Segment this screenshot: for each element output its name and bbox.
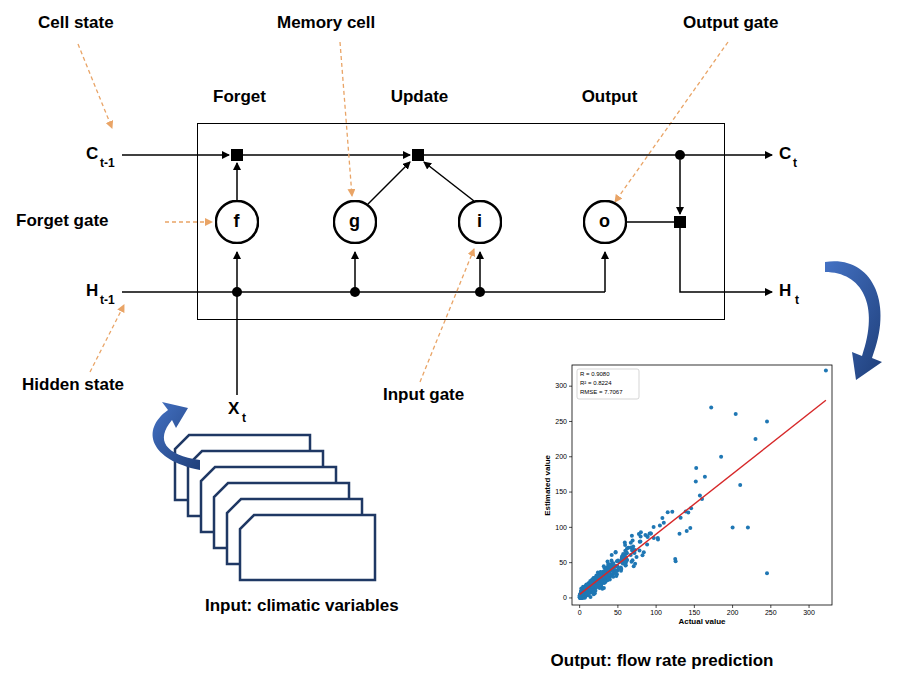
signal-name: C — [779, 145, 791, 164]
junction-dot — [232, 287, 242, 297]
signal-subscript: t — [795, 294, 799, 307]
signal-subscript: t-1 — [100, 294, 115, 307]
tick-label: 100 — [650, 609, 662, 617]
gate-symbol: f — [234, 211, 240, 232]
scatter-plot — [569, 365, 832, 608]
tick-label: 200 — [727, 609, 739, 617]
fit-line — [580, 400, 826, 594]
stage-heading: Output — [582, 88, 638, 107]
tick-label: 50 — [559, 559, 567, 567]
junction-dot — [475, 287, 485, 297]
callout-label: Output gate — [683, 14, 778, 33]
signal-subscript: t — [242, 412, 246, 425]
tick-label: 50 — [614, 609, 622, 617]
callout-label: Input gate — [383, 386, 464, 405]
gate-circle: f — [215, 200, 259, 244]
input-cards — [175, 435, 375, 580]
tick-label: 0 — [563, 594, 567, 602]
callout-label: Cell state — [38, 14, 114, 33]
junction-dot — [350, 287, 360, 297]
callout-label: Forget gate — [16, 212, 109, 231]
junction-dot — [675, 150, 685, 160]
gate-circle: g — [333, 200, 377, 244]
callout-label: Hidden state — [22, 376, 124, 395]
output-wires — [627, 160, 772, 292]
gate-symbol: o — [599, 211, 610, 232]
tick-label: 150 — [555, 488, 567, 496]
tick-label: 300 — [555, 382, 567, 390]
signal-subscript: t — [793, 157, 797, 170]
add-square — [412, 149, 424, 161]
gate-wires — [122, 162, 605, 395]
tick-label: 250 — [765, 609, 777, 617]
plot-legend-text: R² = 0.8224 — [580, 380, 612, 387]
stage-heading: Update — [391, 88, 449, 107]
multiply-square — [231, 149, 243, 161]
callout-label: Memory cell — [277, 14, 375, 33]
flow-arrow — [153, 402, 200, 470]
gate-circle: o — [583, 200, 627, 244]
gate-symbol: i — [477, 211, 482, 232]
lstm-cell-box: ForgetUpdateOutputfgio — [197, 123, 725, 320]
gate-circle: i — [458, 200, 502, 244]
tick-label: 250 — [555, 418, 567, 426]
tick-label: 200 — [555, 453, 567, 461]
plot-legend-text: RMSE = 7.7067 — [580, 389, 623, 396]
data-points — [578, 369, 828, 600]
gate-symbol: g — [349, 211, 360, 232]
multiply-square — [674, 216, 686, 228]
axis-title: Estimated value — [544, 455, 553, 516]
signal-name: C — [86, 145, 98, 164]
input-card — [240, 515, 375, 580]
signal-name: X — [228, 400, 239, 419]
signal-subscript: t-1 — [100, 157, 115, 170]
tick-label: 300 — [803, 609, 815, 617]
stage-heading: Forget — [213, 88, 266, 107]
signal-name: H — [779, 282, 791, 301]
tick-label: 100 — [555, 524, 567, 532]
signal-name: H — [86, 282, 98, 301]
tick-label: 0 — [578, 609, 582, 617]
caption-label: Input: climatic variables — [205, 597, 399, 616]
caption-label: Output: flow rate prediction — [551, 652, 774, 671]
cell-state-line — [122, 154, 772, 156]
tick-label: 150 — [689, 609, 701, 617]
flow-arrow — [825, 261, 882, 380]
axis-title: Actual value — [678, 618, 725, 627]
plot-legend-text: R = 0.9080 — [580, 371, 610, 378]
